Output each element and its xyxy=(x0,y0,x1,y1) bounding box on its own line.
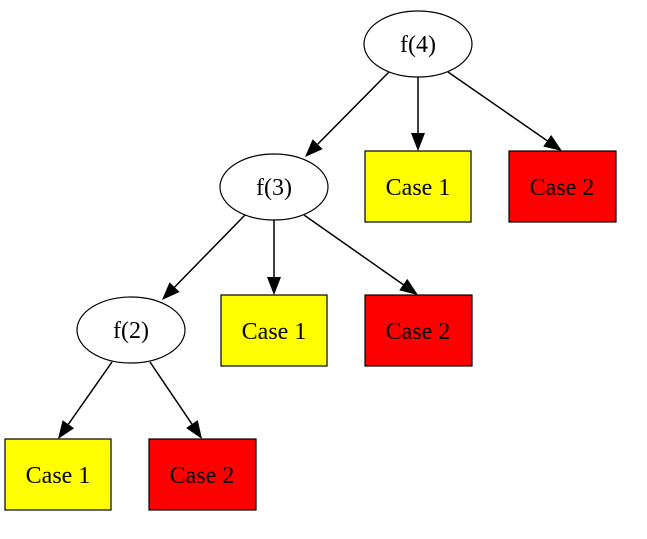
edge-arrowhead xyxy=(58,420,75,439)
node-f2-case1: Case 1 xyxy=(4,438,112,511)
node-f3-case1-label: Case 1 xyxy=(242,319,307,345)
edge-line xyxy=(149,361,193,425)
node-f4-case2-box xyxy=(508,150,617,223)
node-f3-case2-box xyxy=(364,294,473,367)
edge-arrowhead xyxy=(267,277,281,295)
node-f4: f(4) xyxy=(363,10,473,78)
node-f4-label: f(4) xyxy=(400,32,436,58)
edge-line xyxy=(174,214,246,288)
edge-arrowhead xyxy=(305,139,323,157)
node-f3-case1-box xyxy=(220,294,328,367)
node-f3-case2-label: Case 2 xyxy=(386,319,451,345)
node-f2-case1-box xyxy=(4,438,112,511)
node-f2-label: f(2) xyxy=(113,318,149,344)
edge-line xyxy=(303,214,404,286)
node-f2-case2-label: Case 2 xyxy=(170,463,235,489)
edge-line xyxy=(67,361,113,425)
node-f4-shape xyxy=(363,10,473,78)
node-f2-case2: Case 2 xyxy=(148,438,257,511)
node-f4-case1: Case 1 xyxy=(364,150,472,223)
edge-f4-to-f4_case1 xyxy=(411,77,425,151)
node-f4-case1-label: Case 1 xyxy=(386,175,451,201)
edge-line xyxy=(447,71,548,142)
node-f2: f(2) xyxy=(76,296,186,364)
edge-line xyxy=(317,71,390,145)
node-f2-shape xyxy=(76,296,186,364)
edge-arrowhead xyxy=(399,278,418,295)
node-f4-case2-label: Case 2 xyxy=(530,175,595,201)
edge-f3-to-f2 xyxy=(162,214,246,300)
edge-f3-to-f3_case1 xyxy=(267,220,281,295)
edge-f4-to-f4_case2 xyxy=(447,71,562,151)
edge-arrowhead xyxy=(543,134,562,151)
edge-f4-to-f3 xyxy=(305,71,390,157)
edge-arrowhead xyxy=(411,133,425,151)
node-f4-case1-box xyxy=(364,150,472,223)
node-f3-shape xyxy=(219,153,329,221)
edge-arrowhead xyxy=(162,282,180,300)
node-f2-case2-box xyxy=(148,438,257,511)
node-f3: f(3) xyxy=(219,153,329,221)
edge-f3-to-f3_case2 xyxy=(303,214,418,295)
node-f2-case1-label: Case 1 xyxy=(26,463,91,489)
edge-f2-to-f2_case2 xyxy=(149,361,202,439)
node-f3-label: f(3) xyxy=(256,175,292,201)
edges-layer xyxy=(58,71,562,439)
node-f3-case2: Case 2 xyxy=(364,294,473,367)
node-f4-case2: Case 2 xyxy=(508,150,617,223)
edge-f2-to-f2_case1 xyxy=(58,361,113,439)
node-f3-case1: Case 1 xyxy=(220,294,328,367)
edge-arrowhead xyxy=(186,420,202,439)
